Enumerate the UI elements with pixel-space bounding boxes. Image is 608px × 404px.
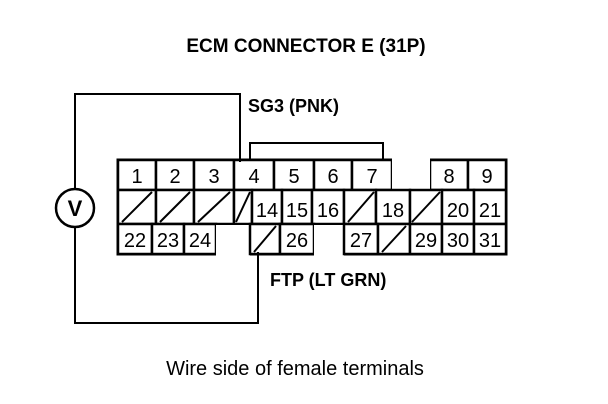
terminal-1: 1: [131, 166, 142, 188]
terminal-gap: [216, 224, 250, 258]
terminal-9: 9: [481, 166, 492, 188]
terminal-14: 14: [256, 200, 278, 222]
terminal-3: 3: [208, 166, 219, 188]
terminal-23: 23: [157, 230, 179, 252]
diagram-caption: Wire side of female terminals: [166, 358, 424, 380]
terminal-31: 31: [479, 230, 501, 252]
terminal-gap: [392, 158, 430, 190]
terminal-24: 24: [189, 230, 211, 252]
terminal-8: 8: [443, 166, 454, 188]
voltmeter-lead-top: [74, 93, 241, 188]
connector-lock-tab: [249, 142, 384, 160]
terminal-5: 5: [288, 166, 299, 188]
terminal-row-3: [116, 222, 508, 258]
terminal-29: 29: [415, 230, 437, 252]
terminal-2: 2: [169, 166, 180, 188]
terminal-18: 18: [382, 200, 404, 222]
terminal-cell-9: [466, 158, 508, 192]
terminal-6: 6: [327, 166, 338, 188]
terminal-26: 26: [286, 230, 308, 252]
diagram-title: ECM CONNECTOR E (31P): [186, 36, 425, 57]
svg-text:V: V: [68, 196, 83, 221]
terminal-20: 20: [447, 200, 469, 222]
voltmeter-lead-bottom: [74, 228, 259, 324]
terminal-gap: [314, 224, 344, 258]
terminal-4: 4: [248, 166, 259, 188]
terminal-27: 27: [350, 230, 372, 252]
terminal-15: 15: [286, 200, 308, 222]
terminal-16: 16: [317, 200, 339, 222]
ftp-label: FTP (LT GRN): [270, 270, 386, 290]
terminal-22: 22: [124, 230, 146, 252]
terminal-21: 21: [479, 200, 501, 222]
terminal-cell-7: [350, 158, 394, 192]
voltmeter-icon: V: [54, 187, 96, 229]
sg3-label: SG3 (PNK): [248, 96, 339, 116]
terminal-30: 30: [447, 230, 469, 252]
terminal-7: 7: [366, 166, 377, 188]
